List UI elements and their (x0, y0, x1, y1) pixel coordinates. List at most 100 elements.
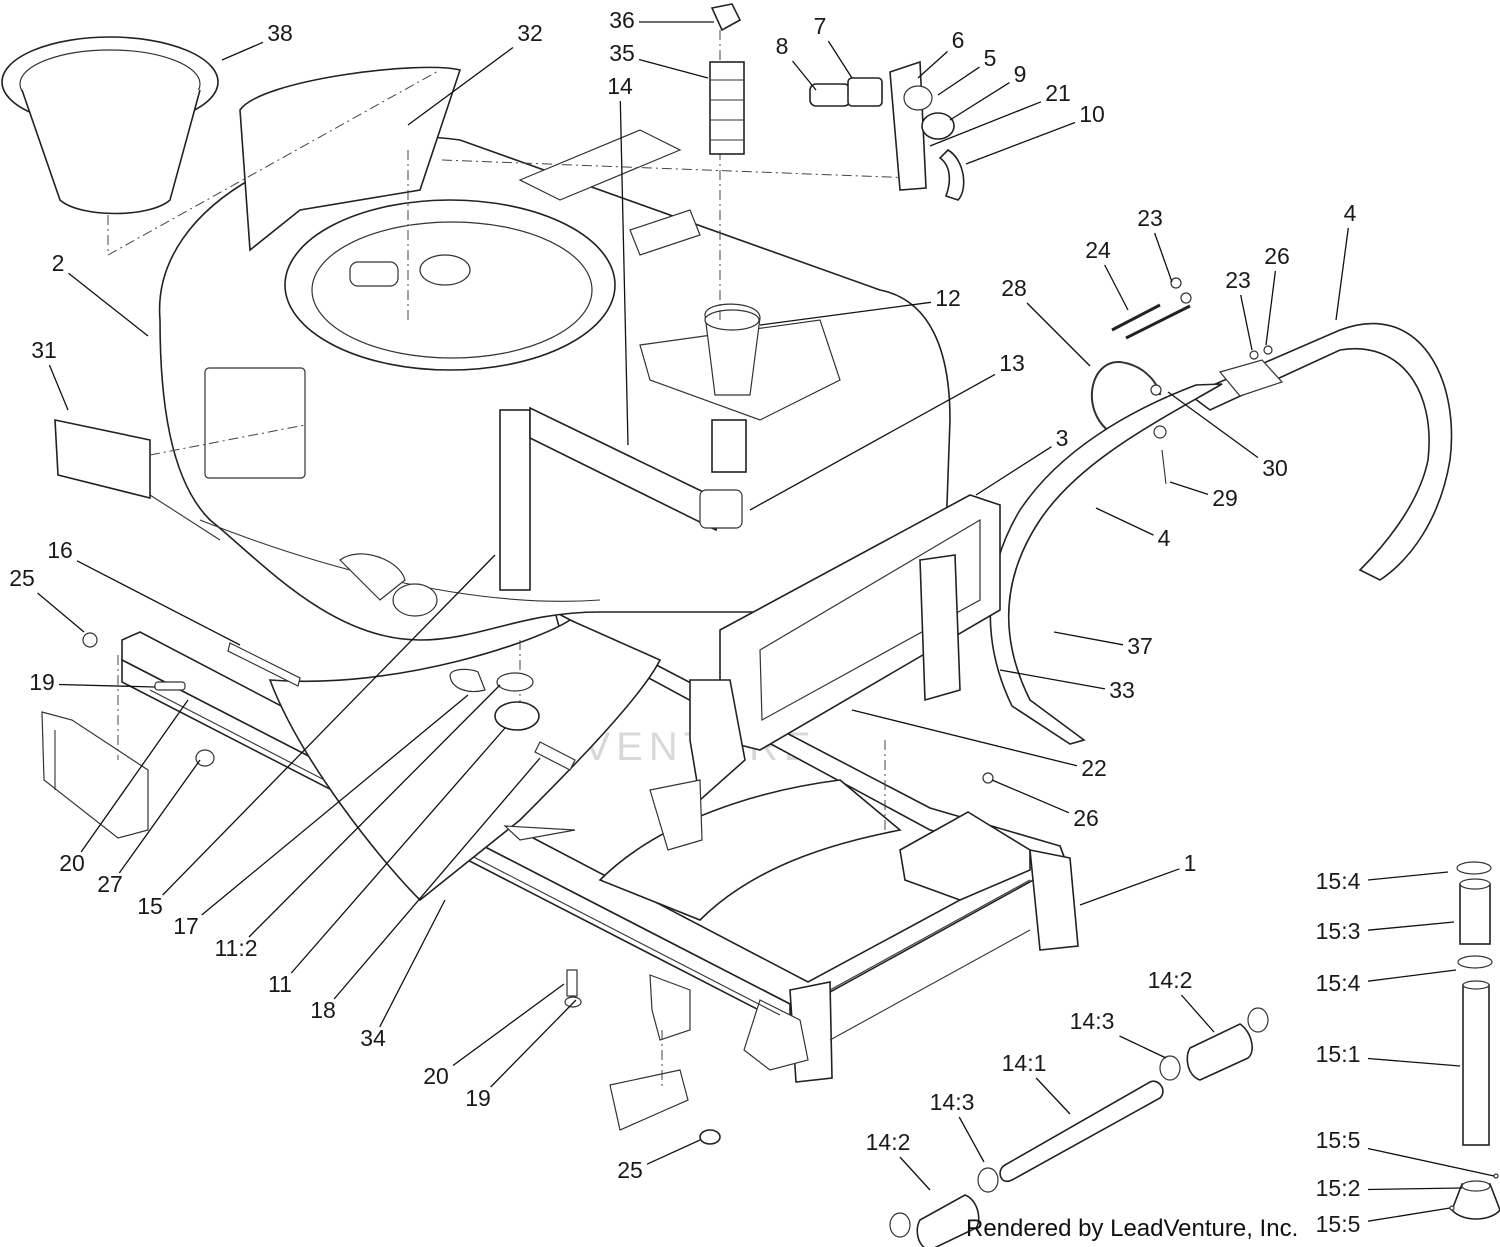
callout-label: 15:5 (1316, 1127, 1361, 1153)
callout-label: 3 (1056, 425, 1069, 451)
leader-line (290, 727, 506, 974)
leader-line (791, 60, 817, 91)
callout-label: 15:2 (1316, 1175, 1361, 1201)
callout-label: 15:3 (1316, 918, 1361, 944)
callout-label: 33 (1109, 677, 1135, 703)
leader-line (76, 560, 241, 646)
callout-label: 30 (1262, 455, 1288, 481)
leader-line (1367, 1147, 1495, 1177)
callout-label: 32 (517, 20, 543, 46)
callout-label: 15:1 (1316, 1041, 1361, 1067)
leader-line (1367, 1057, 1461, 1067)
leader-line (1104, 264, 1129, 311)
callout-label: 34 (360, 1025, 386, 1051)
leader-line (1026, 302, 1091, 367)
leader-line (248, 684, 501, 938)
leader-line (638, 58, 709, 79)
leader-line (1240, 294, 1253, 351)
callout-label: 25 (617, 1157, 643, 1183)
leader-line (1367, 871, 1449, 881)
leader-line (1167, 391, 1259, 459)
strainer-basket (709, 3, 745, 155)
tank-saddle (268, 619, 902, 921)
leader-line (949, 82, 1010, 121)
leader-line (221, 41, 264, 61)
callout-label: 14 (607, 73, 633, 99)
leader-line (58, 683, 156, 688)
callout-label: 25 (9, 565, 35, 591)
callout-label: 31 (31, 337, 57, 363)
callout-label: 14:2 (866, 1129, 911, 1155)
leader-line (333, 757, 541, 1000)
spray-tank (149, 66, 951, 641)
callout-label: 35 (609, 40, 635, 66)
tag-bracket (54, 419, 151, 500)
callout-label: 23 (1225, 267, 1251, 293)
tank-lid (1, 36, 441, 256)
bolt-hardware (982, 277, 1273, 784)
leader-line (958, 1116, 985, 1163)
callout-label: 11 (268, 971, 292, 997)
callout-label: 15 (137, 893, 163, 919)
leader-line (1095, 507, 1154, 536)
callout-label: 2 (52, 250, 65, 276)
leader-line (991, 779, 1070, 814)
hitch-pin (1091, 360, 1167, 485)
leader-line (1169, 481, 1209, 496)
leader-line (1367, 1187, 1463, 1191)
suction-hose-kit (889, 1007, 1269, 1247)
leader-line (759, 301, 932, 326)
leader-line (827, 40, 853, 79)
leader-line (1079, 868, 1180, 906)
callout-label: 11:2 (214, 935, 257, 961)
leader-line (975, 446, 1052, 496)
drain-extension-kit (1449, 861, 1500, 1220)
callout-label: 23 (1137, 205, 1163, 231)
leader-line (1119, 1035, 1167, 1059)
callout-label: 27 (97, 871, 123, 897)
leader-line (1367, 1207, 1451, 1222)
leader-line (749, 373, 996, 511)
leader-line (201, 694, 469, 916)
callout-label: 29 (1212, 485, 1238, 511)
leader-line (899, 1156, 931, 1191)
callout-label: 1 (1184, 850, 1197, 876)
leader-line (80, 699, 189, 853)
callout-label: 26 (1073, 805, 1099, 831)
leader-line (1335, 227, 1349, 321)
callout-label: 16 (47, 537, 73, 563)
leader-line (118, 759, 201, 874)
callout-label: 38 (267, 20, 293, 46)
callout-label: 28 (1001, 275, 1027, 301)
leader-line (37, 592, 85, 633)
callout-label: 12 (935, 285, 961, 311)
callout-label: 13 (999, 350, 1025, 376)
callout-label: 26 (1264, 243, 1290, 269)
callout-label: 6 (952, 27, 965, 53)
callout-label: 20 (59, 850, 85, 876)
callout-label: 36 (609, 7, 635, 33)
callout-label: 15:5 (1316, 1211, 1361, 1237)
leader-line (407, 46, 514, 126)
callout-label: 10 (1079, 101, 1105, 127)
plumbing (499, 303, 761, 591)
leader-lines (37, 21, 1495, 1222)
leader-line (162, 554, 496, 896)
leader-line (68, 272, 149, 337)
leader-line (965, 121, 1076, 165)
footer-credit: Rendered by LeadVenture, Inc. (966, 1215, 1298, 1242)
leader-line (929, 101, 1042, 147)
leader-line (1180, 994, 1215, 1033)
roll-bar (649, 494, 1001, 851)
callout-label: 15:4 (1316, 868, 1361, 894)
tank-straps (989, 322, 1453, 745)
leader-line (999, 669, 1106, 690)
mounting-bracket-left (41, 711, 689, 1131)
callout-label: 18 (310, 997, 336, 1023)
callout-label: 5 (984, 45, 997, 71)
leader-line (851, 709, 1078, 767)
callout-label: 7 (814, 13, 827, 39)
